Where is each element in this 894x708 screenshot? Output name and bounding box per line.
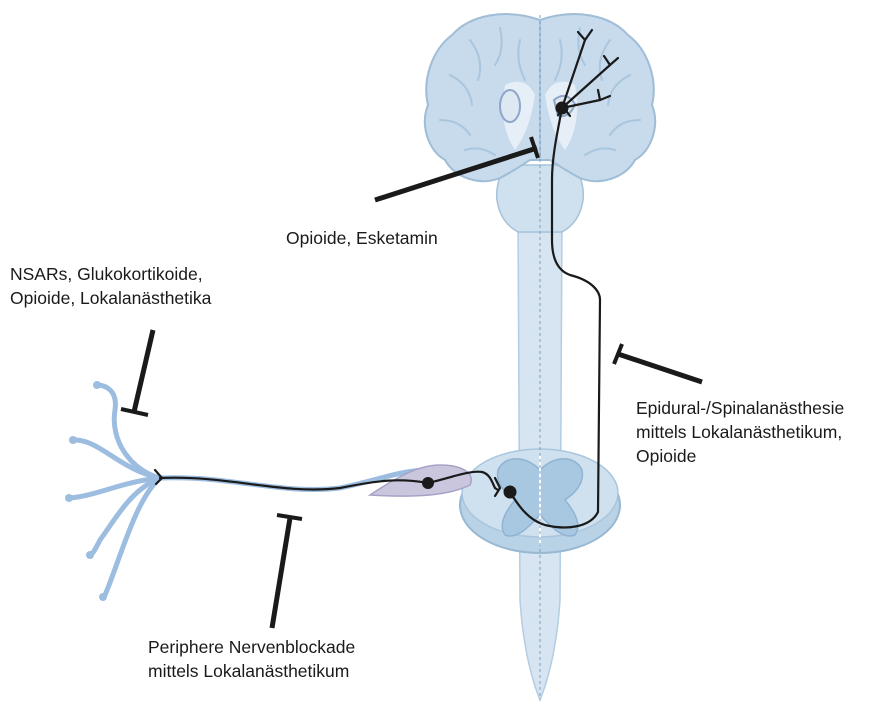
label-peripheral-line1: NSARs, Glukokortikoide, [10, 262, 211, 286]
label-spinal-line1: Epidural-/Spinalanästhesie [636, 396, 844, 420]
label-spinal-line2: mittels Lokalanästhetikum, [636, 420, 844, 444]
label-peripheral-line2: Opioide, Lokalanästhetika [10, 286, 211, 310]
label-nerve-block-line1: Periphere Nervenblockade [148, 635, 355, 659]
label-nerve-block-line2: mittels Lokalanästhetikum [148, 659, 355, 683]
ganglion-cell-body [422, 477, 434, 489]
label-peripheral-sensitization: NSARs, Glukokortikoide, Opioide, Lokalan… [10, 262, 211, 310]
label-central-line1: Opioide, Esketamin [286, 226, 438, 250]
inhibition-marker-nerve-block [272, 515, 302, 628]
inhibition-marker-peripheral [121, 330, 153, 415]
label-central-opioids: Opioide, Esketamin [286, 226, 438, 250]
label-spinal-anesthesia: Epidural-/Spinalanästhesie mittels Lokal… [636, 396, 844, 468]
label-spinal-line3: Opioide [636, 444, 844, 468]
label-nerve-block: Periphere Nervenblockade mittels Lokalan… [148, 635, 355, 683]
thalamic-cell-body [556, 102, 569, 115]
dorsal-horn-cell-body [504, 486, 517, 499]
inhibition-marker-spinal [614, 344, 702, 382]
peripheral-nerve [70, 385, 430, 595]
